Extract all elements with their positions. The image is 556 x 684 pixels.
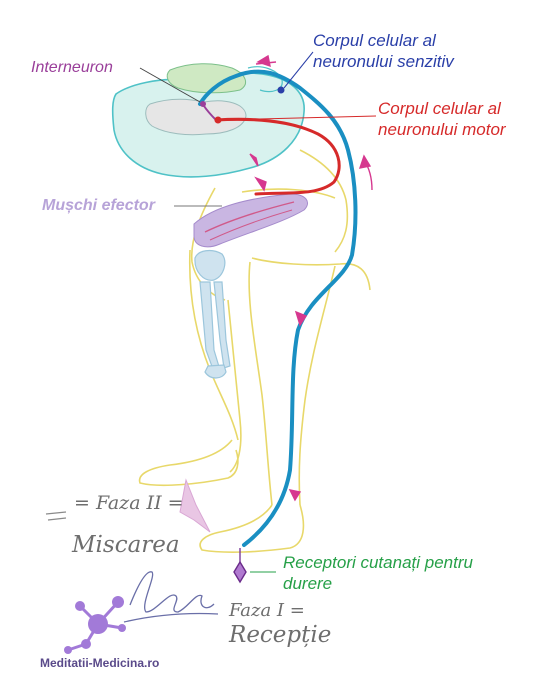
direction-arrows: [249, 54, 373, 502]
molecule-logo-icon: [64, 596, 126, 654]
label-sensory-line-2: neuronului senzitiv: [313, 52, 454, 72]
phase-arrow-icon: [179, 478, 211, 533]
motor-cell-body-dot: [214, 116, 222, 124]
label-motor-neuron-body: Corpul celular al neuronului motor: [378, 98, 506, 141]
signature-icon: [123, 571, 219, 623]
leader-lines: [139, 51, 377, 573]
handwriting-strokes: [45, 511, 67, 521]
label-sensory-neuron-body: Corpul celular al neuronului senzitiv: [313, 30, 454, 73]
label-cutaneous-receptors: Receptori cutanați pentru durere: [283, 552, 473, 595]
leg-outline: [138, 149, 371, 553]
label-sensory-line-1: Corpul celular al: [313, 31, 436, 50]
spinal-cord-section: [111, 63, 305, 178]
receptor-diamond-icon: [233, 548, 247, 584]
motor-pathway: [214, 117, 341, 196]
brand-name: Meditatii-Medicina.ro: [40, 656, 160, 670]
effector-muscle-shape: [193, 193, 308, 248]
handwritten-phase-1-name: Recepție: [229, 622, 332, 648]
label-receptor-line-2: durere: [283, 574, 333, 594]
label-motor-line-1: Corpul celular al: [378, 99, 501, 118]
sensory-cell-body-dot: [277, 86, 285, 94]
label-motor-line-2: neuronului motor: [378, 120, 506, 140]
label-effector-muscle: Mușchi efector: [42, 197, 155, 214]
interneuron-dot: [200, 101, 206, 107]
skeleton-bones: [194, 249, 231, 379]
label-receptor-line-1: Receptori cutanați pentru: [283, 553, 473, 572]
handwritten-phase-1: Faza I =: [229, 600, 305, 621]
handwritten-phase-2-name: Miscarea: [72, 532, 180, 558]
label-interneuron: Interneuron: [31, 59, 113, 76]
handwritten-phase-2: = Faza II =: [74, 492, 184, 514]
sensory-pathway: [198, 69, 358, 547]
